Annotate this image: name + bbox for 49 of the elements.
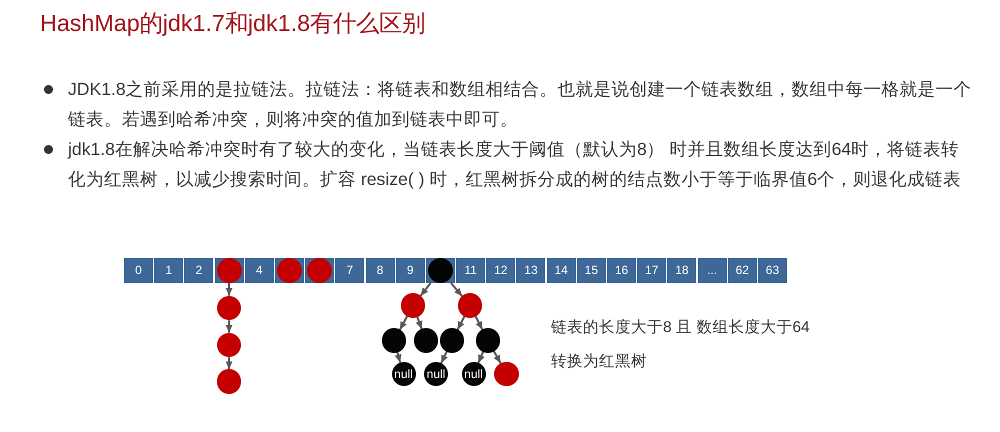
array-cell: 2 [184, 258, 214, 283]
arrow [477, 351, 485, 364]
arrow [450, 282, 463, 297]
arrow [493, 350, 502, 364]
tree-node [458, 293, 482, 318]
array-cell: 9 [396, 258, 425, 283]
list-node [216, 332, 242, 358]
array-cell: 12 [486, 258, 516, 283]
arrow [456, 316, 466, 330]
array-cell: 7 [335, 258, 364, 283]
note-text: 链表的长度大于8 且 数组长度大于64 [551, 318, 810, 338]
tree-node [440, 328, 464, 353]
array-cell: 62 [728, 258, 757, 283]
arrow [394, 352, 402, 363]
array-cell: 0 [124, 258, 153, 283]
array-cell: 18 [667, 258, 696, 283]
array-cell: 14 [546, 258, 576, 283]
note-text: 转换为红黑树 [551, 352, 647, 372]
array-cell: 15 [576, 258, 606, 283]
arrow [420, 282, 432, 296]
list-node [216, 369, 242, 394]
list-node [216, 296, 242, 320]
array-cell: 11 [456, 258, 486, 283]
null-node: null [392, 362, 416, 386]
array-cell: 4 [244, 258, 274, 283]
tree-node [382, 328, 406, 353]
null-node: null [462, 362, 486, 386]
arrow [440, 351, 448, 364]
bullet-paragraph: JDK1.8之前采用的是拉链法。拉链法：将链表和数组相结合。也就是说创建一个链表数组，数组中每一格就是一个链表。若遇到哈希冲突，则将冲突的值加到链表中即可。 [68, 78, 973, 131]
tree-node [494, 362, 519, 386]
arrow [226, 320, 233, 333]
arrow [226, 357, 233, 370]
null-node: null [424, 362, 448, 386]
array-cell: 17 [637, 258, 666, 283]
array-cell: 16 [607, 258, 636, 283]
arrow [474, 316, 484, 330]
array-cell: 63 [758, 258, 787, 283]
bullet-paragraph: jdk1.8在解决哈希冲突时有了较大的变化，当链表长度大于阈值（默认为8） 时并且数组长度达到64时，将链表转化为红黑树，以减少搜索时间。扩容 resize( ) 时，红黑树拆分成的树的结点数小于等于临界值6个，则退化成链表 [68, 138, 962, 191]
arrow [398, 316, 408, 330]
tree-node [476, 328, 500, 353]
tree-node [414, 328, 438, 353]
arrow [416, 316, 423, 330]
array-cell: 13 [516, 258, 546, 283]
array-cell: 8 [366, 258, 395, 283]
array-cell: 1 [154, 258, 184, 283]
title: HashMap的jdk1.7和jdk1.8有什么区别 [40, 9, 426, 38]
arrow [226, 283, 233, 296]
tree-node [400, 293, 426, 318]
array-cell: ... [698, 258, 727, 283]
